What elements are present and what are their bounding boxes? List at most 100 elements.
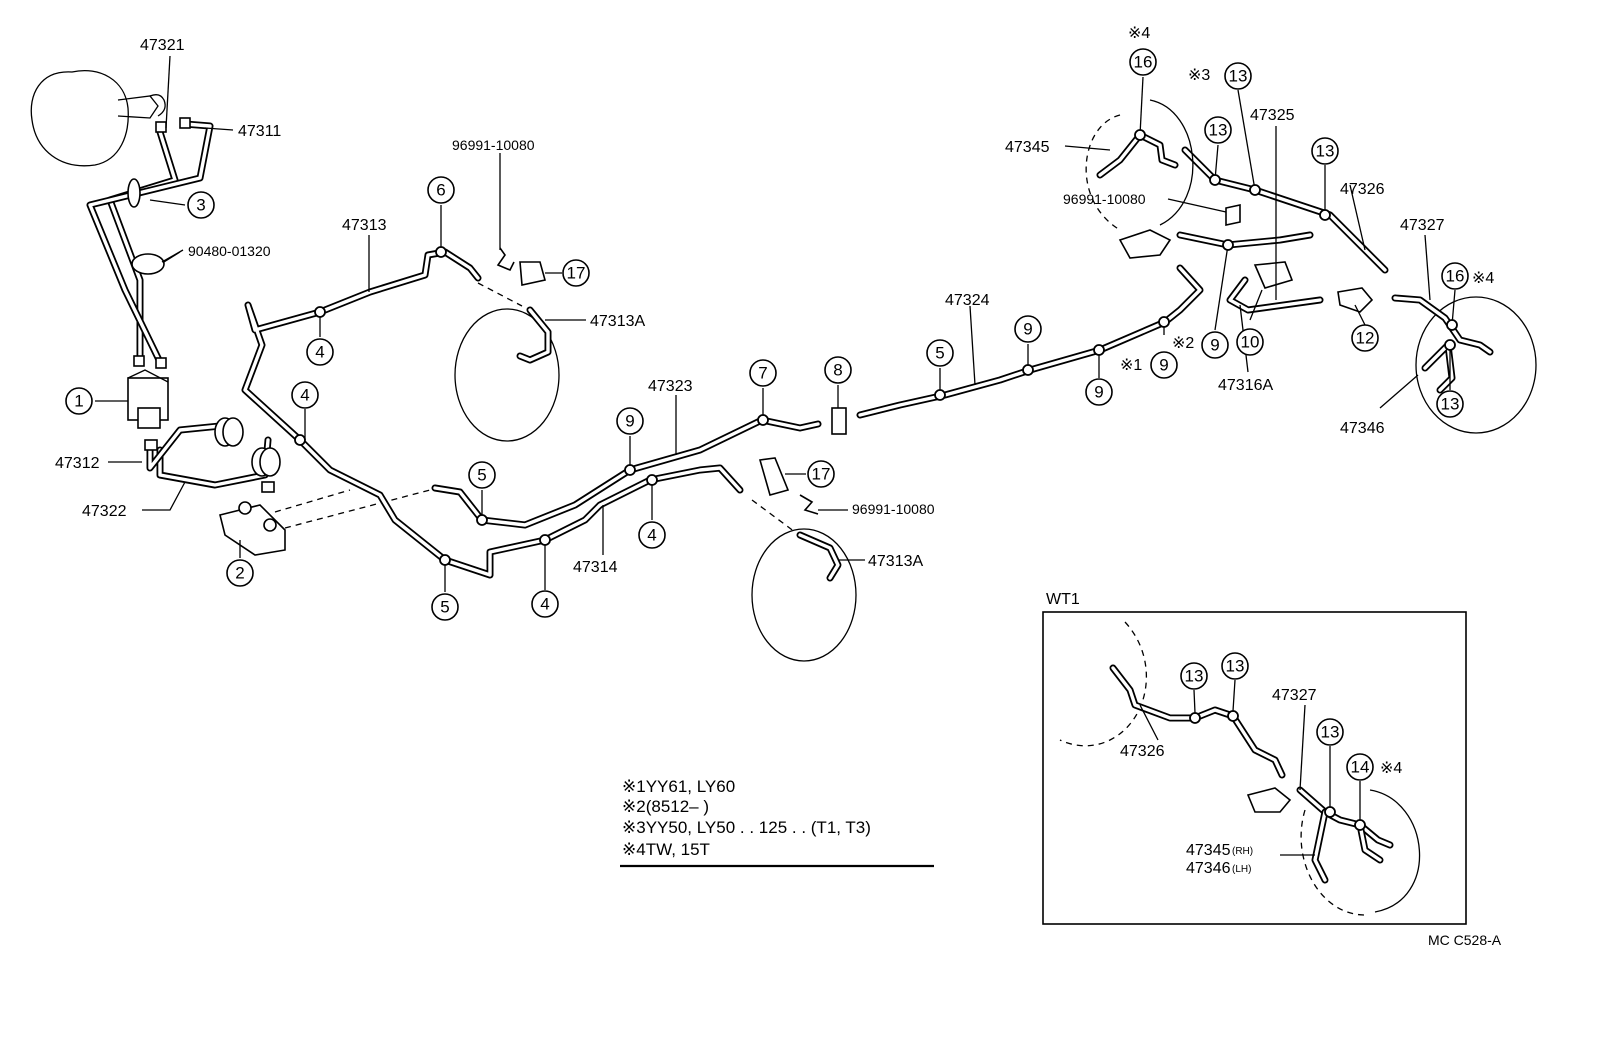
mark-4-top: ※4 [1128,25,1150,42]
inset-frame [1042,611,1467,925]
callout-1-text: 1 [74,392,83,411]
callout-9-b: 9 [1014,315,1042,343]
callout-9-b-text: 9 [1023,320,1032,339]
callout-9-c: 9 [1085,378,1113,406]
applicability-legend: ※1YY61, LY60 ※2(8512– ) ※3YY50, LY50 . .… [620,777,934,868]
line-47313 [241,248,482,444]
bracket-17-upper [496,247,546,286]
inset-callout-14: 14 [1346,753,1374,781]
label-96991-10080-b: 96991-10080 [852,501,935,517]
callout-16-b: 16 [1441,262,1469,290]
label-47322: 47322 [82,503,127,520]
callout-17-a-text: 17 [567,264,586,283]
callout-3: 3 [187,191,215,219]
line-47323 [431,416,822,529]
callout-4-a-text: 4 [315,343,324,362]
inset-label-47326: 47326 [1120,743,1165,760]
rear-hose-47316A [1226,261,1324,314]
label-47325: 47325 [1250,107,1295,124]
callout-5-c: 5 [926,339,954,367]
label-47327: 47327 [1400,217,1445,234]
legend-line-2: ※2(8512– ) [622,797,709,816]
callout-4-a: 4 [306,338,334,366]
front-brake-drum-upper [454,282,560,442]
inset-callout-13-c: 13 [1316,718,1344,746]
callout-4-c: 4 [638,521,666,549]
callout-2: 2 [226,559,254,587]
callout-4-b: 4 [291,381,319,409]
callout-7: 7 [749,359,777,387]
callout-4-b-text: 4 [300,386,309,405]
junction-dots [294,129,1458,566]
callout-10: 10 [1236,328,1264,356]
callout-13-a-text: 13 [1229,67,1248,86]
inset-label-47345: 47345 [1186,842,1231,859]
callout-5-b: 5 [431,593,459,621]
callout-8: 8 [824,356,852,384]
callout-13-c-text: 13 [1316,142,1335,161]
callout-9-a-text: 9 [625,412,634,431]
callout-8-text: 8 [833,361,842,380]
mark-4-right: ※4 [1472,270,1494,287]
callout-9-d: 9 [1150,351,1178,379]
mark-1: ※1 [1120,357,1142,374]
legend-line-1: ※1YY61, LY60 [622,777,735,796]
proportioning-valve [127,369,169,429]
junction-block [219,501,286,556]
front-brake-drum-lower [751,499,857,662]
callout-7-text: 7 [758,364,767,383]
bracket-17-lower [758,457,819,515]
callout-9-e-text: 9 [1210,336,1219,355]
callout-17-a: 17 [562,259,590,287]
callout-13-a: 13 [1224,62,1252,90]
callout-2-text: 2 [235,564,244,583]
label-47324: 47324 [945,292,990,309]
inset-label-rh: (RH) [1232,846,1253,857]
callout-9-a: 9 [616,407,644,435]
inset-callout-13-b: 13 [1221,652,1249,680]
callout-5-b-text: 5 [440,598,449,617]
inset-callout-14-text: 14 [1351,758,1370,777]
inset-mark-4: ※4 [1380,760,1402,777]
label-47323: 47323 [648,378,693,395]
label-47346: 47346 [1340,420,1385,437]
label-47321: 47321 [140,37,185,54]
reference-code: MC C528-A [1428,932,1502,948]
callout-17-b: 17 [807,460,835,488]
part-number-labels: 47321 47311 90480-01320 47312 47322 4731… [55,37,1445,576]
callout-13-b-text: 13 [1209,121,1228,140]
inset-title: WT1 [1046,591,1080,608]
callout-5-a-text: 5 [477,466,486,485]
callout-10-text: 10 [1241,333,1260,352]
line-47314 [296,436,744,579]
master-cylinder [30,70,166,167]
callout-13-c: 13 [1311,137,1339,165]
master-lines [86,117,214,369]
callout-1: 1 [65,387,93,415]
callout-13-d: 13 [1436,390,1464,418]
label-96991-10080-c: 96991-10080 [1063,191,1146,207]
callout-4-d: 4 [531,590,559,618]
label-47311: 47311 [238,123,281,140]
callout-4-c-text: 4 [647,526,656,545]
inset-callout-13-c-text: 13 [1321,723,1340,742]
callout-6: 6 [427,176,455,204]
label-47313A-a: 47313A [590,313,645,330]
callout-3-text: 3 [196,196,205,215]
callout-6-text: 6 [436,181,445,200]
union-8 [831,407,847,435]
mark-2: ※2 [1172,335,1194,352]
callout-5-a: 5 [468,461,496,489]
label-96991-10080-a: 96991-10080 [452,137,535,153]
label-47345: 47345 [1005,139,1050,156]
callout-16-a: 16 [1129,48,1157,76]
inset-label-lh: (LH) [1232,864,1251,875]
legend-line-4: ※4TW, 15T [622,840,710,859]
callout-9-d-text: 9 [1159,356,1168,375]
callout-16-a-text: 16 [1134,53,1153,72]
callout-5-c-text: 5 [935,344,944,363]
callout-9-c-text: 9 [1094,383,1103,402]
callout-16-b-text: 16 [1446,267,1465,286]
inset-wt1: WT1 47326 47327 47345 (RH) 47346 (LH) [1042,591,1467,925]
callout-13-d-text: 13 [1441,395,1460,414]
